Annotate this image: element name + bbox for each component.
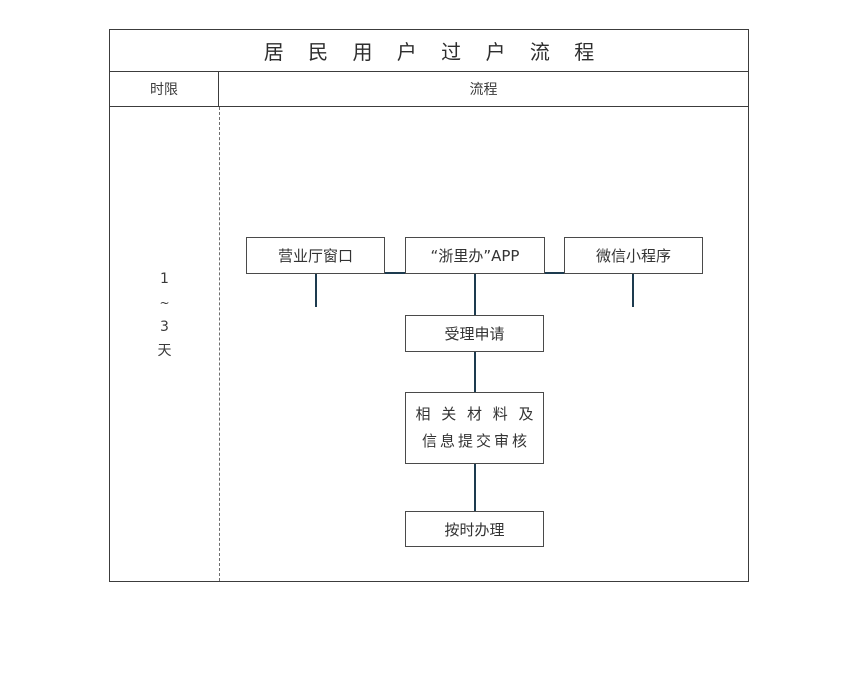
flow-node-label-line-2: 信息提交审核: [421, 432, 530, 450]
flow-node-label: 营业厅窗口: [277, 247, 353, 265]
flow-node-label: 按时办理: [444, 520, 505, 539]
table-header-row: 时限 流程: [110, 72, 748, 107]
flow-node-service-hall-window[interactable]: 营业厅窗口: [246, 237, 385, 274]
flow-chart-table: 居 民 用 户 过 户 流 程 时限 流程 1 ~ 3 天 营业厅窗口 “浙里办…: [109, 29, 749, 582]
column-divider-dashed: [219, 107, 220, 581]
table-body: 1 ~ 3 天 营业厅窗口 “浙里办”APP 微信小程序 受理申请 相 关 材 …: [110, 107, 748, 581]
connector-window-drop: [315, 274, 317, 307]
column-header-time-limit: 时限: [110, 72, 219, 106]
time-limit-line-1: 1: [160, 271, 169, 287]
connector-to-accept: [474, 272, 476, 315]
time-limit-line-4: 天: [157, 343, 172, 359]
flow-node-label: “浙里办”APP: [430, 247, 520, 265]
flow-node-wechat-miniprogram[interactable]: 微信小程序: [564, 237, 703, 274]
flow-node-on-time-processing[interactable]: 按时办理: [405, 511, 544, 547]
flow-node-submit-materials-review[interactable]: 相 关 材 料 及 信息提交审核: [405, 392, 544, 464]
connector-accept-to-materials: [474, 352, 476, 392]
flow-node-label: 微信小程序: [595, 247, 671, 265]
flow-node-zhejiang-app[interactable]: “浙里办”APP: [405, 237, 545, 274]
flow-node-accept-application[interactable]: 受理申请: [405, 315, 544, 352]
connector-materials-to-process: [474, 464, 476, 511]
page-title: 居 民 用 户 过 户 流 程: [263, 40, 604, 64]
connector-wechat-drop: [632, 274, 634, 307]
time-limit-line-2: ~: [159, 296, 170, 310]
column-header-flow: 流程: [469, 82, 498, 98]
time-limit-value: 1 ~ 3 天: [110, 267, 219, 363]
time-limit-line-3: 3: [160, 319, 169, 335]
chart-title-row: 居 民 用 户 过 户 流 程: [110, 30, 748, 72]
flow-node-label: 受理申请: [444, 325, 505, 343]
flow-node-label-line-1: 相 关 材 料 及: [415, 405, 537, 423]
